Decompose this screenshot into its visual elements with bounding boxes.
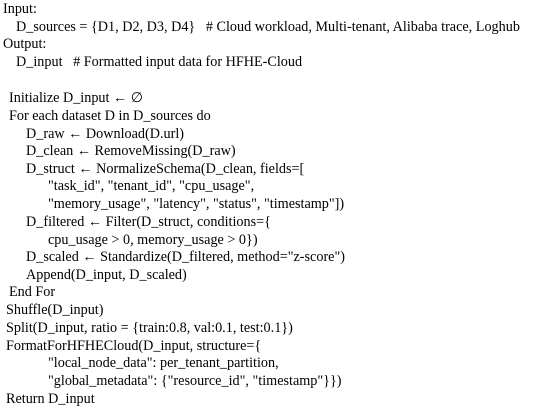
line-end-for: End For	[9, 284, 56, 300]
line-local-node: "local_node_data": per_tenant_partition,	[48, 355, 279, 371]
line-remove-missing: D_clean ← RemoveMissing(D_raw)	[26, 143, 236, 159]
line-filter-conditions: cpu_usage > 0, memory_usage > 0})	[48, 232, 258, 248]
line-append: Append(D_input, D_scaled)	[26, 267, 187, 283]
line-return: Return D_input	[6, 391, 95, 407]
line-normalize-schema: D_struct ← NormalizeSchema(D_clean, fiel…	[26, 161, 305, 177]
line-output-desc: D_input # Formatted input data for HFHE-…	[16, 54, 303, 70]
line-initialize: Initialize D_input ← ∅	[9, 90, 144, 106]
line-standardize: D_scaled ← Standardize(D_filtered, metho…	[26, 249, 345, 265]
line-input-label: Input:	[3, 1, 37, 17]
line-download: D_raw ← Download(D.url)	[26, 126, 184, 142]
line-format: FormatForHFHECloud(D_input, structure={	[6, 338, 262, 354]
line-global-metadata: "global_metadata": {"resource_id", "time…	[48, 373, 342, 389]
line-output-label: Output:	[3, 36, 47, 52]
line-fields-1: "task_id", "tenant_id", "cpu_usage",	[48, 178, 255, 194]
line-filter: D_filtered ← Filter(D_struct, conditions…	[26, 214, 271, 230]
line-split: Split(D_input, ratio = {train:0.8, val:0…	[6, 320, 293, 336]
line-sources: D_sources = {D1, D2, D3, D4} # Cloud wor…	[16, 19, 520, 35]
line-for-each: For each dataset D in D_sources do	[9, 108, 211, 124]
line-fields-2: "memory_usage", "latency", "status", "ti…	[48, 196, 345, 212]
line-shuffle: Shuffle(D_input)	[6, 302, 104, 318]
